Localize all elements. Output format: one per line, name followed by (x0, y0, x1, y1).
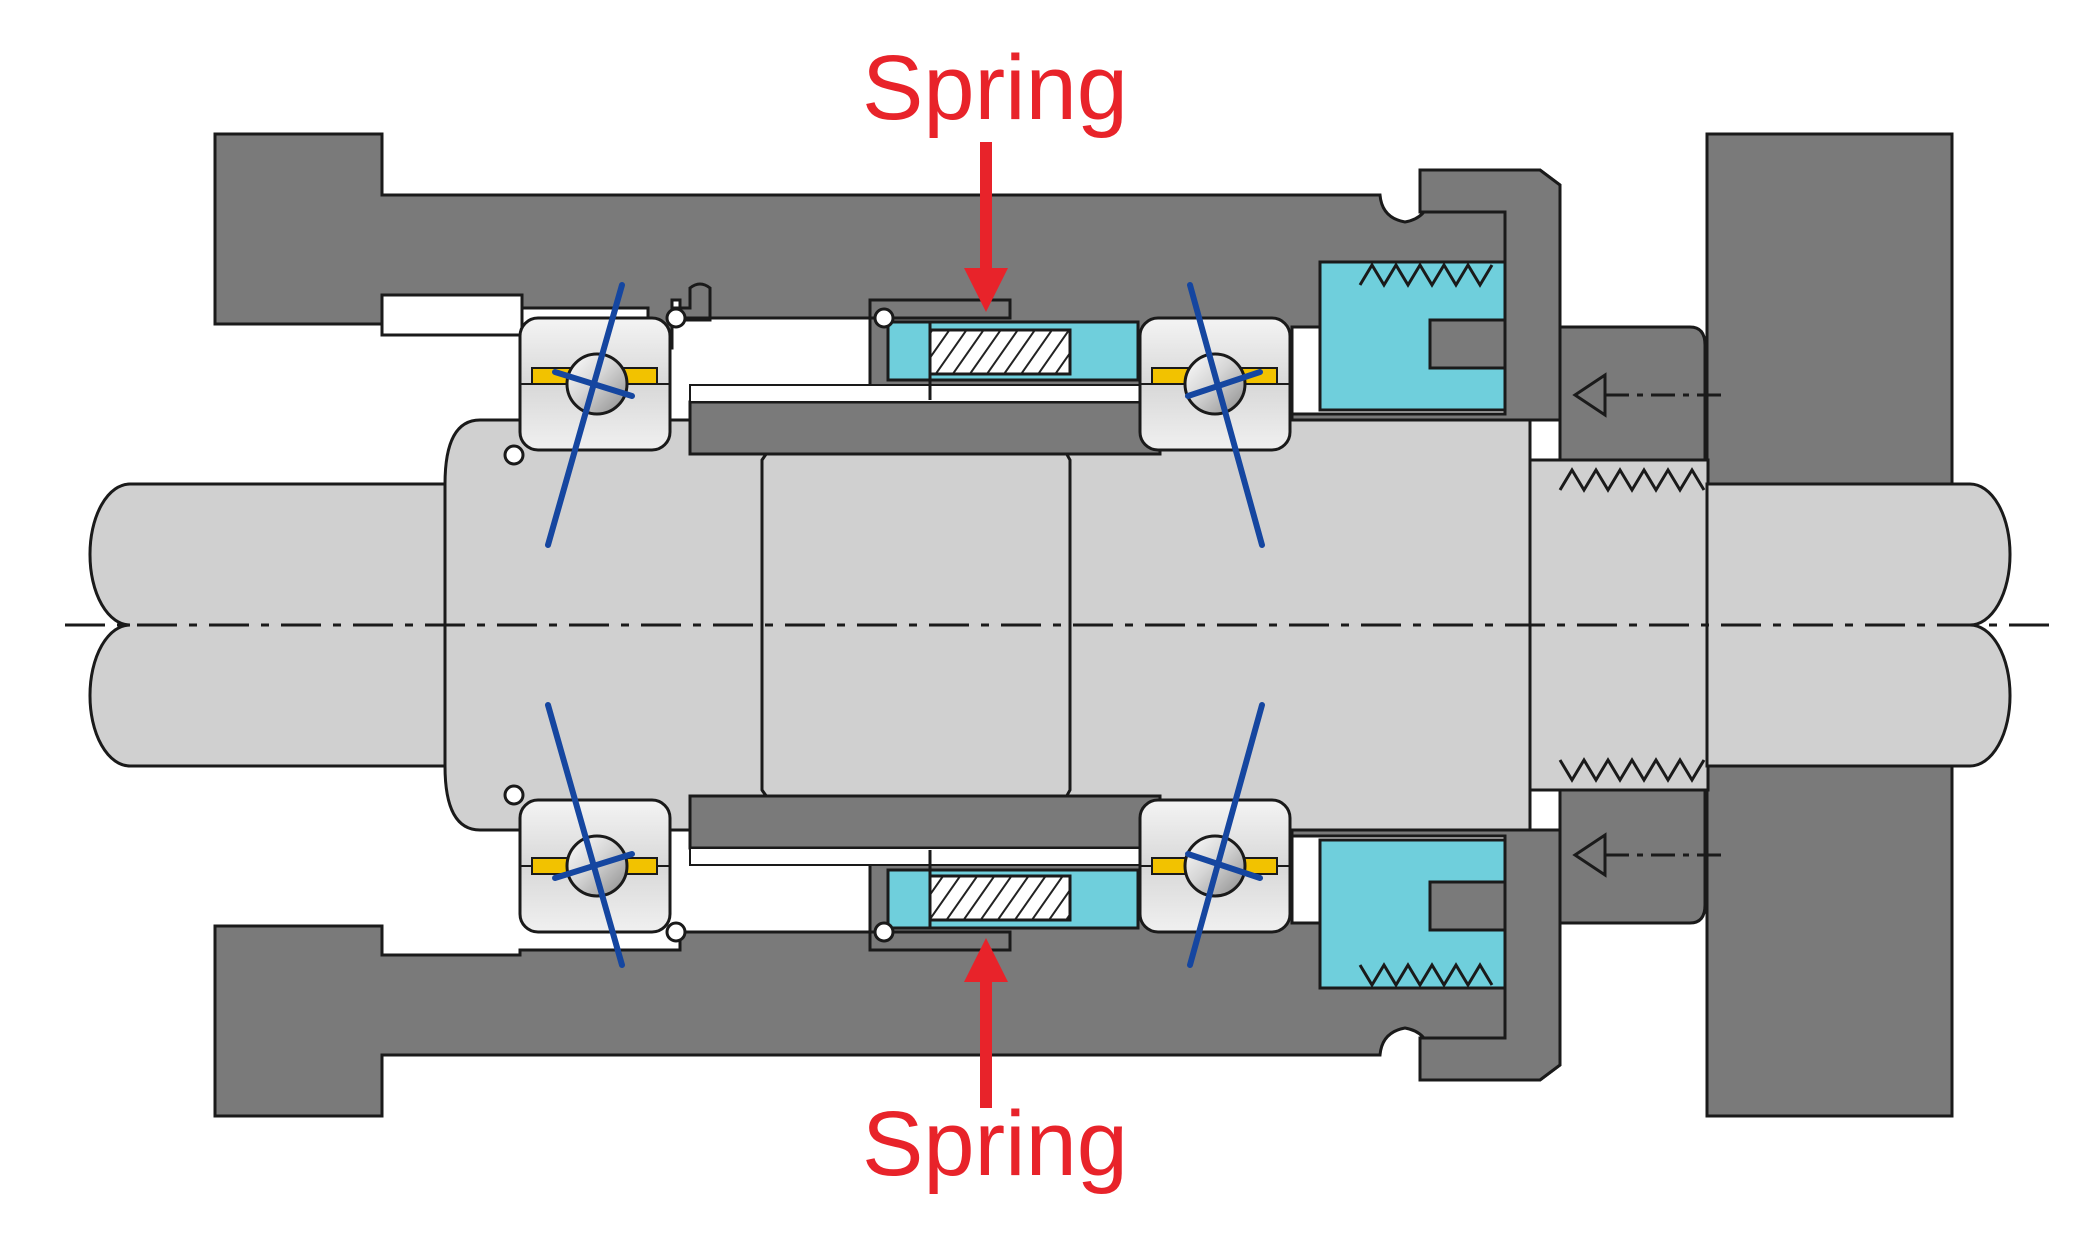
spring-upper (928, 328, 1072, 376)
locknut-notch-upper (1428, 318, 1507, 370)
clearance-gap-lower (689, 847, 1161, 866)
locknut-upper (1318, 260, 1507, 412)
spacer-tube-upper (688, 400, 1162, 456)
spring-lower (928, 874, 1072, 922)
clearance-gap-upper (689, 384, 1161, 403)
spring-label-top: Spring (862, 37, 1128, 139)
housing-upper-gap (380, 293, 524, 337)
locknut-teeth-upper (1358, 262, 1494, 288)
spring-arrow-bottom (964, 938, 1008, 1108)
spacer-tube-lower (688, 794, 1162, 850)
locknut-teeth-lower (1358, 962, 1494, 988)
spring-arrow-top (964, 142, 1008, 312)
relief-grooves (503, 307, 895, 943)
thread-teeth-upper (1558, 467, 1706, 493)
contact-angle-lines (545, 282, 1265, 968)
locknut-lower (1318, 838, 1507, 990)
thread-teeth-lower (1558, 757, 1706, 783)
spring-label-bottom: Spring (862, 1093, 1128, 1195)
retainer-upper (1558, 325, 1707, 462)
retainer-lower (1558, 788, 1707, 925)
locknut-notch-lower (1428, 880, 1507, 932)
